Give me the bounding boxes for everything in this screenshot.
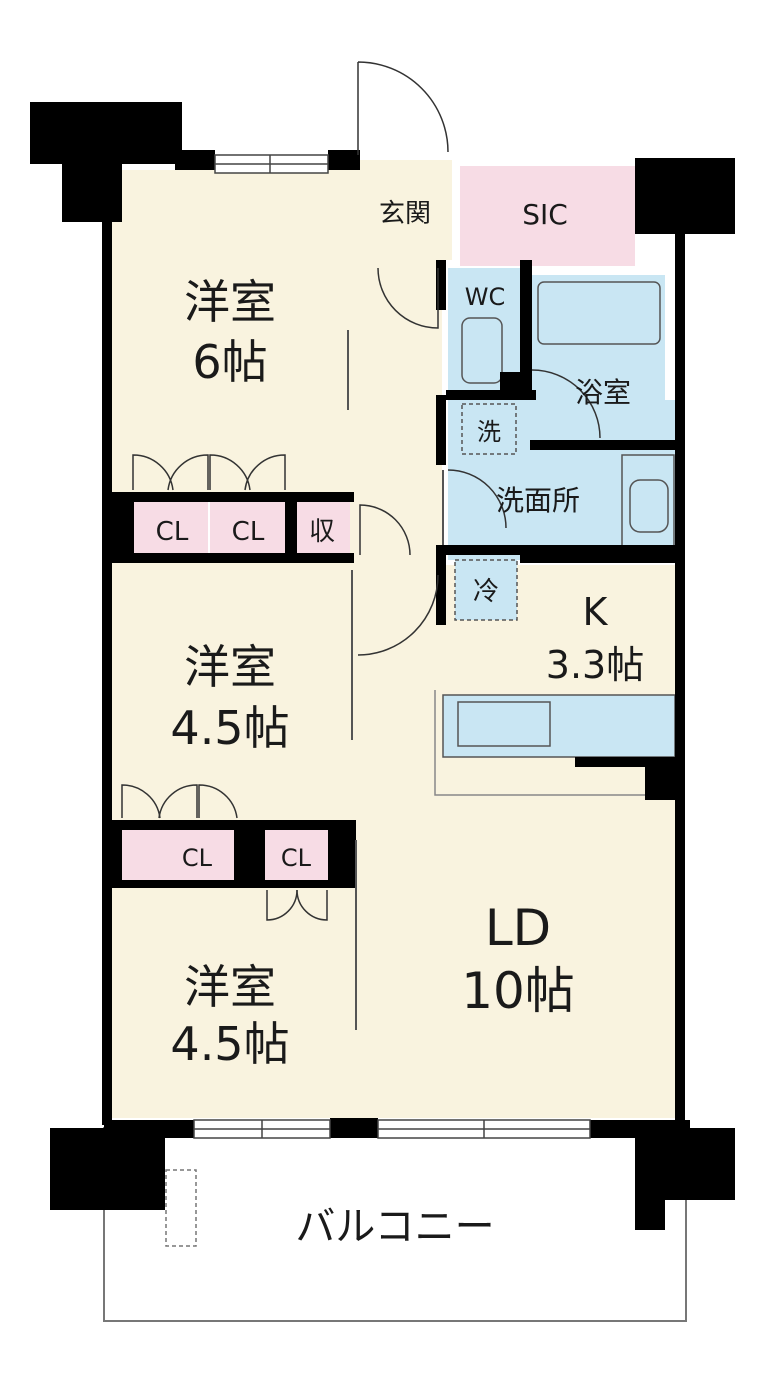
western-room-3-floor	[110, 888, 350, 1118]
cl1-label: CL	[156, 517, 189, 547]
sic-label: SIC	[522, 198, 568, 231]
storage-label: 収	[309, 517, 335, 547]
ld-name: LD	[485, 899, 551, 957]
wc-label: WC	[465, 283, 506, 311]
cl4-floor	[265, 830, 328, 882]
western-room-1-size: 6帖	[192, 335, 267, 389]
balcony-area	[103, 1127, 687, 1322]
fridge-label: 冷	[473, 577, 499, 607]
western-room-2-size: 4.5帖	[170, 701, 289, 755]
washer-space	[461, 403, 517, 455]
washer-label: 洗	[477, 418, 501, 446]
washbasin-bowl	[629, 479, 669, 533]
storage-floor	[297, 500, 350, 555]
ldk-floor	[350, 565, 680, 1118]
kitchen-counter	[442, 694, 676, 758]
cl1-floor	[134, 500, 208, 555]
balcony-label: バルコニー	[295, 1204, 494, 1250]
kitchen-name: K	[583, 590, 609, 634]
balcony-hatch	[165, 1169, 197, 1247]
western-room-1-name: 洋室	[184, 275, 276, 329]
windows	[193, 154, 591, 1139]
western-room-3-name: 洋室	[184, 960, 276, 1014]
toilet-tank	[461, 317, 503, 384]
entrance-floor	[358, 160, 452, 260]
washroom-label: 洗面所	[496, 484, 580, 517]
kitchen-sink	[457, 701, 551, 747]
western-room-2-floor	[110, 563, 350, 823]
kitchen-size: 3.3帖	[546, 643, 644, 687]
bath-label: 浴室	[575, 376, 631, 409]
bathtub	[537, 281, 661, 345]
cl2-floor	[210, 500, 285, 555]
entrance-label: 玄関	[379, 199, 431, 229]
sic-floor	[460, 166, 635, 266]
sliding-doors	[347, 330, 444, 1030]
cl3-label: CL	[182, 844, 213, 872]
western-room-3-size: 4.5帖	[170, 1017, 289, 1071]
ld-size: 10帖	[461, 962, 575, 1020]
western-room-1-floor	[110, 170, 350, 495]
door-swings	[121, 61, 601, 921]
counter-outline	[434, 690, 645, 796]
cl4-label: CL	[281, 844, 312, 872]
fridge-space	[454, 559, 518, 621]
cl2-label: CL	[232, 517, 265, 547]
western-room-2-name: 洋室	[184, 640, 276, 694]
walls	[30, 102, 735, 1230]
cl3-floor	[122, 828, 234, 880]
